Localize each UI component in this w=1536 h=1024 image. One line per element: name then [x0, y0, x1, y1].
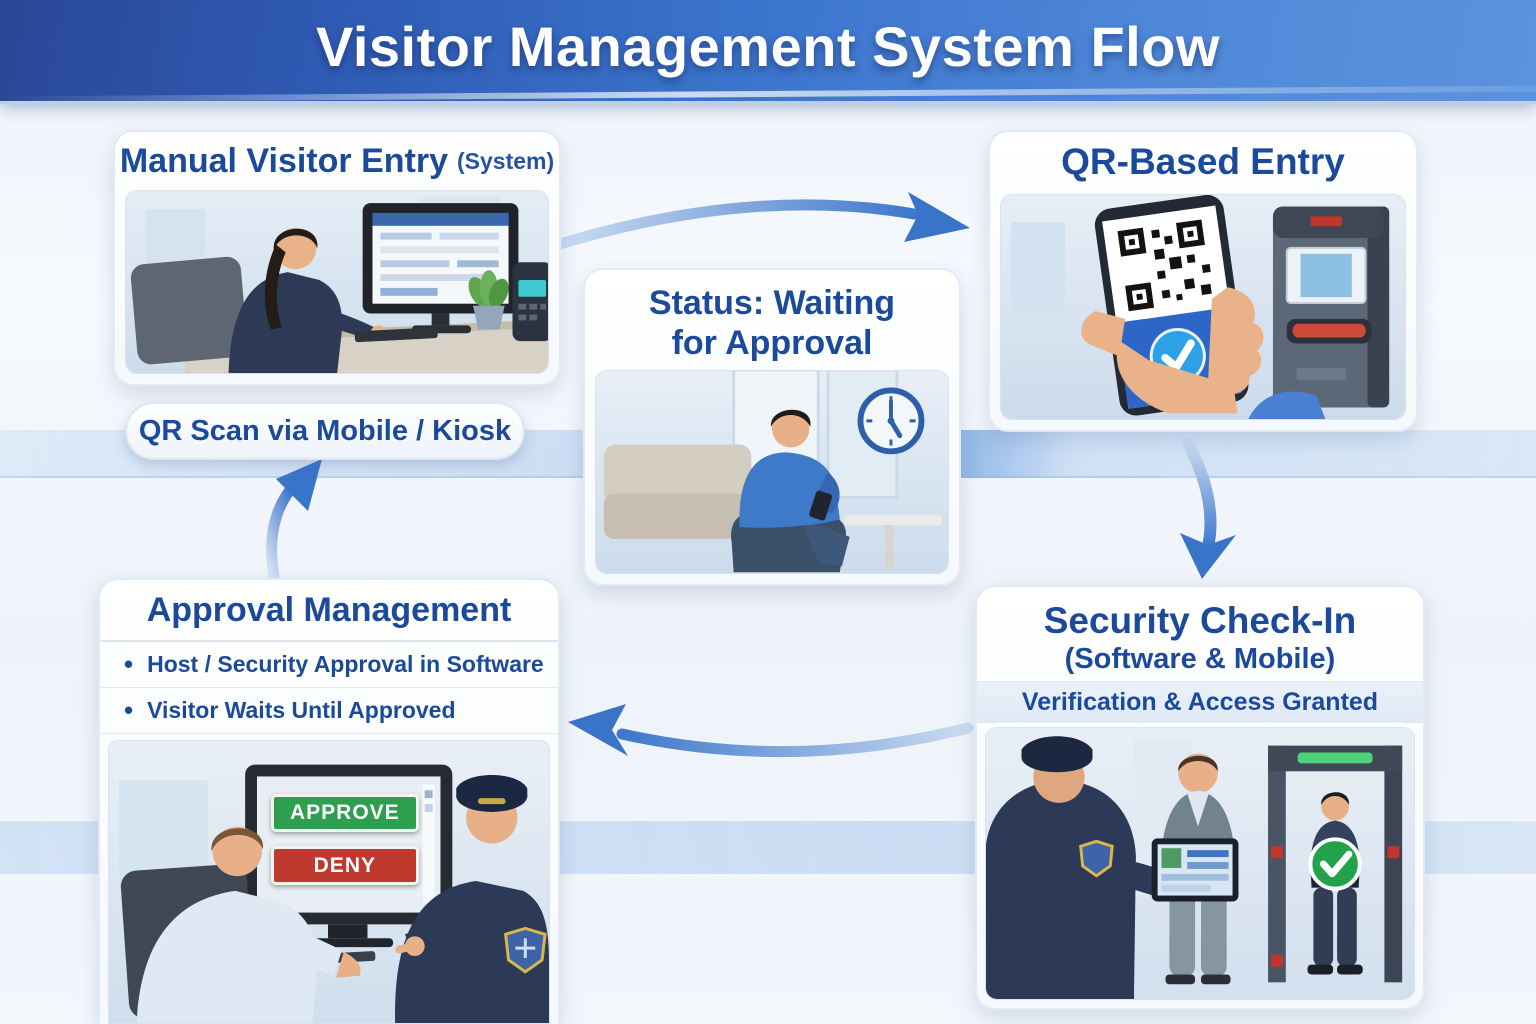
approval-bullet-1: • Host / Security Approval in Software — [100, 642, 558, 688]
panel-approval-management: Approval Management • Host / Security Ap… — [98, 578, 560, 1024]
qr-code-icon — [1117, 219, 1212, 312]
tablet-icon — [1151, 838, 1239, 902]
checkmark-icon — [1308, 837, 1362, 891]
flow-arrow-left-icon — [552, 692, 976, 788]
flow-arrow-down-icon — [1150, 435, 1260, 585]
police-cap-icon — [456, 774, 528, 812]
security-note: Verification & Access Granted — [977, 681, 1423, 723]
side-table — [843, 515, 943, 526]
waiting-illustration — [595, 370, 949, 574]
approval-bullet-2-label: Visitor Waits Until Approved — [147, 697, 456, 723]
security-badge-icon — [1079, 839, 1114, 878]
title-banner: Visitor Management System Flow — [0, 0, 1536, 104]
qr-entry-heading: QR-Based Entry — [990, 132, 1416, 192]
card-reader-icon — [512, 262, 548, 342]
qr-entry-title: QR-Based Entry — [1061, 141, 1345, 182]
security-officer — [986, 736, 1195, 999]
security-subtitle: (Software & Mobile) — [1064, 642, 1336, 675]
sofa — [603, 444, 752, 504]
deny-button[interactable]: DENY — [270, 846, 419, 886]
flow-arrow-right-icon — [552, 182, 976, 278]
approval-bullet-1-label: Host / Security Approval in Software — [147, 651, 544, 677]
manual-entry-illustration — [125, 190, 549, 374]
hand — [1207, 287, 1264, 394]
qr-scan-pill: QR Scan via Mobile / Kiosk — [125, 402, 525, 460]
security-heading: Security Check-In (Software & Mobile) — [977, 587, 1423, 681]
bullet-dot-icon: • — [124, 695, 134, 725]
waiting-status-heading: Status: Waiting for Approval — [585, 270, 959, 366]
manual-entry-heading: Manual Visitor Entry (System) — [115, 132, 559, 190]
plant-icon — [468, 270, 509, 330]
qr-entry-illustration — [1000, 194, 1406, 420]
manual-entry-title: Manual Visitor Entry — [119, 141, 448, 180]
bullet-dot-icon: • — [124, 649, 134, 679]
security-badge-icon — [503, 926, 547, 974]
approve-button[interactable]: APPROVE — [270, 793, 419, 833]
waiting-status-line1: Status: Waiting — [648, 283, 896, 322]
panel-security-checkin: Security Check-In (Software & Mobile) Ve… — [975, 585, 1425, 1010]
manual-entry-title-suffix: (System) — [456, 147, 555, 174]
waiting-status-line2: for Approval — [671, 324, 873, 362]
approval-title: Approval Management — [146, 590, 512, 629]
kiosk-scanner — [1272, 206, 1390, 408]
office-chair — [130, 256, 248, 365]
approval-bullet-2: • Visitor Waits Until Approved — [100, 688, 558, 734]
panel-qr-entry: QR-Based Entry — [988, 130, 1418, 432]
clock-icon — [857, 387, 925, 455]
phone-icon — [809, 490, 833, 521]
panel-manual-entry: Manual Visitor Entry (System) — [113, 130, 561, 386]
panel-waiting-status: Status: Waiting for Approval — [583, 268, 961, 586]
page-title: Visitor Management System Flow — [316, 15, 1220, 78]
security-illustration — [985, 727, 1415, 1000]
sleeve — [1248, 391, 1326, 419]
keyboard — [354, 327, 438, 343]
security-title: Security Check-In — [1043, 600, 1357, 642]
metal-detector — [1268, 745, 1403, 983]
qr-scan-pill-label: QR Scan via Mobile / Kiosk — [138, 414, 512, 447]
approval-illustration: APPROVE DENY — [108, 740, 550, 1024]
police-cap-icon — [1021, 736, 1093, 773]
flow-arrow-up-icon — [240, 455, 355, 580]
approval-heading: Approval Management — [100, 580, 558, 642]
